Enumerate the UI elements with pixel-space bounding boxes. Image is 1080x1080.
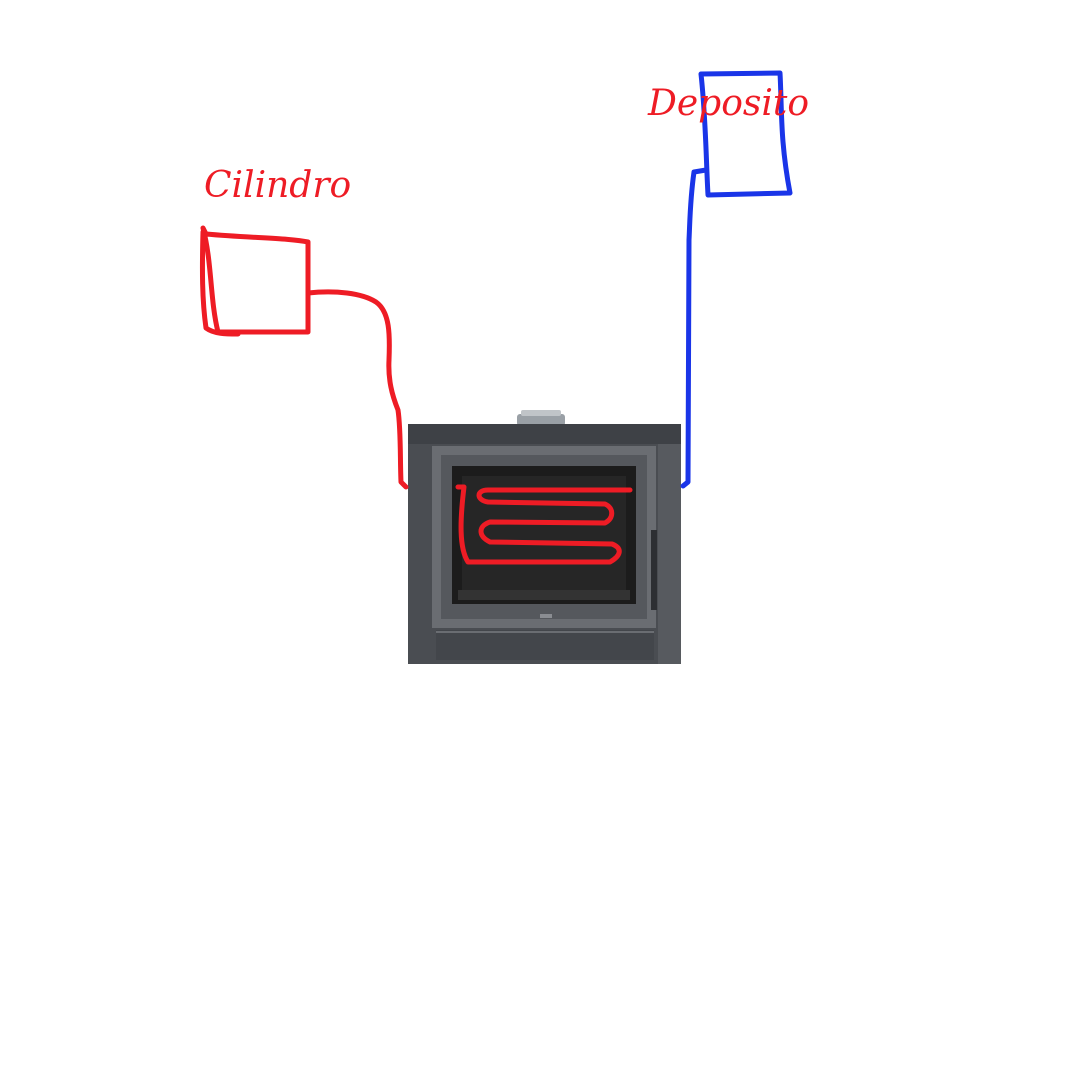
tank-label: Deposito <box>648 83 810 124</box>
hot-pipe <box>305 289 409 490</box>
stove-flue-collar-top <box>521 410 561 416</box>
stove-flue-collar <box>517 414 565 426</box>
heat-exchanger-coil-icon <box>455 484 633 565</box>
cold-pipe <box>680 167 709 489</box>
stove-logo-mark <box>540 614 552 618</box>
cylinder-sketch-icon <box>200 225 311 335</box>
stove-bottom-drawer <box>436 630 654 660</box>
stove-insert-icon <box>408 410 681 664</box>
stove-ash-lip <box>458 590 630 600</box>
tank-sketch-icon <box>698 70 793 198</box>
hot-water-circuit <box>199 225 633 565</box>
cylinder-sketch-inner <box>199 229 241 337</box>
stove-top-band <box>408 424 681 444</box>
stove-side-column <box>658 444 681 664</box>
cylinder-label: Cilindro <box>204 165 352 206</box>
cold-water-circuit <box>680 70 793 489</box>
stove-firebox-back <box>462 476 626 590</box>
stove-door-handle <box>651 530 657 610</box>
